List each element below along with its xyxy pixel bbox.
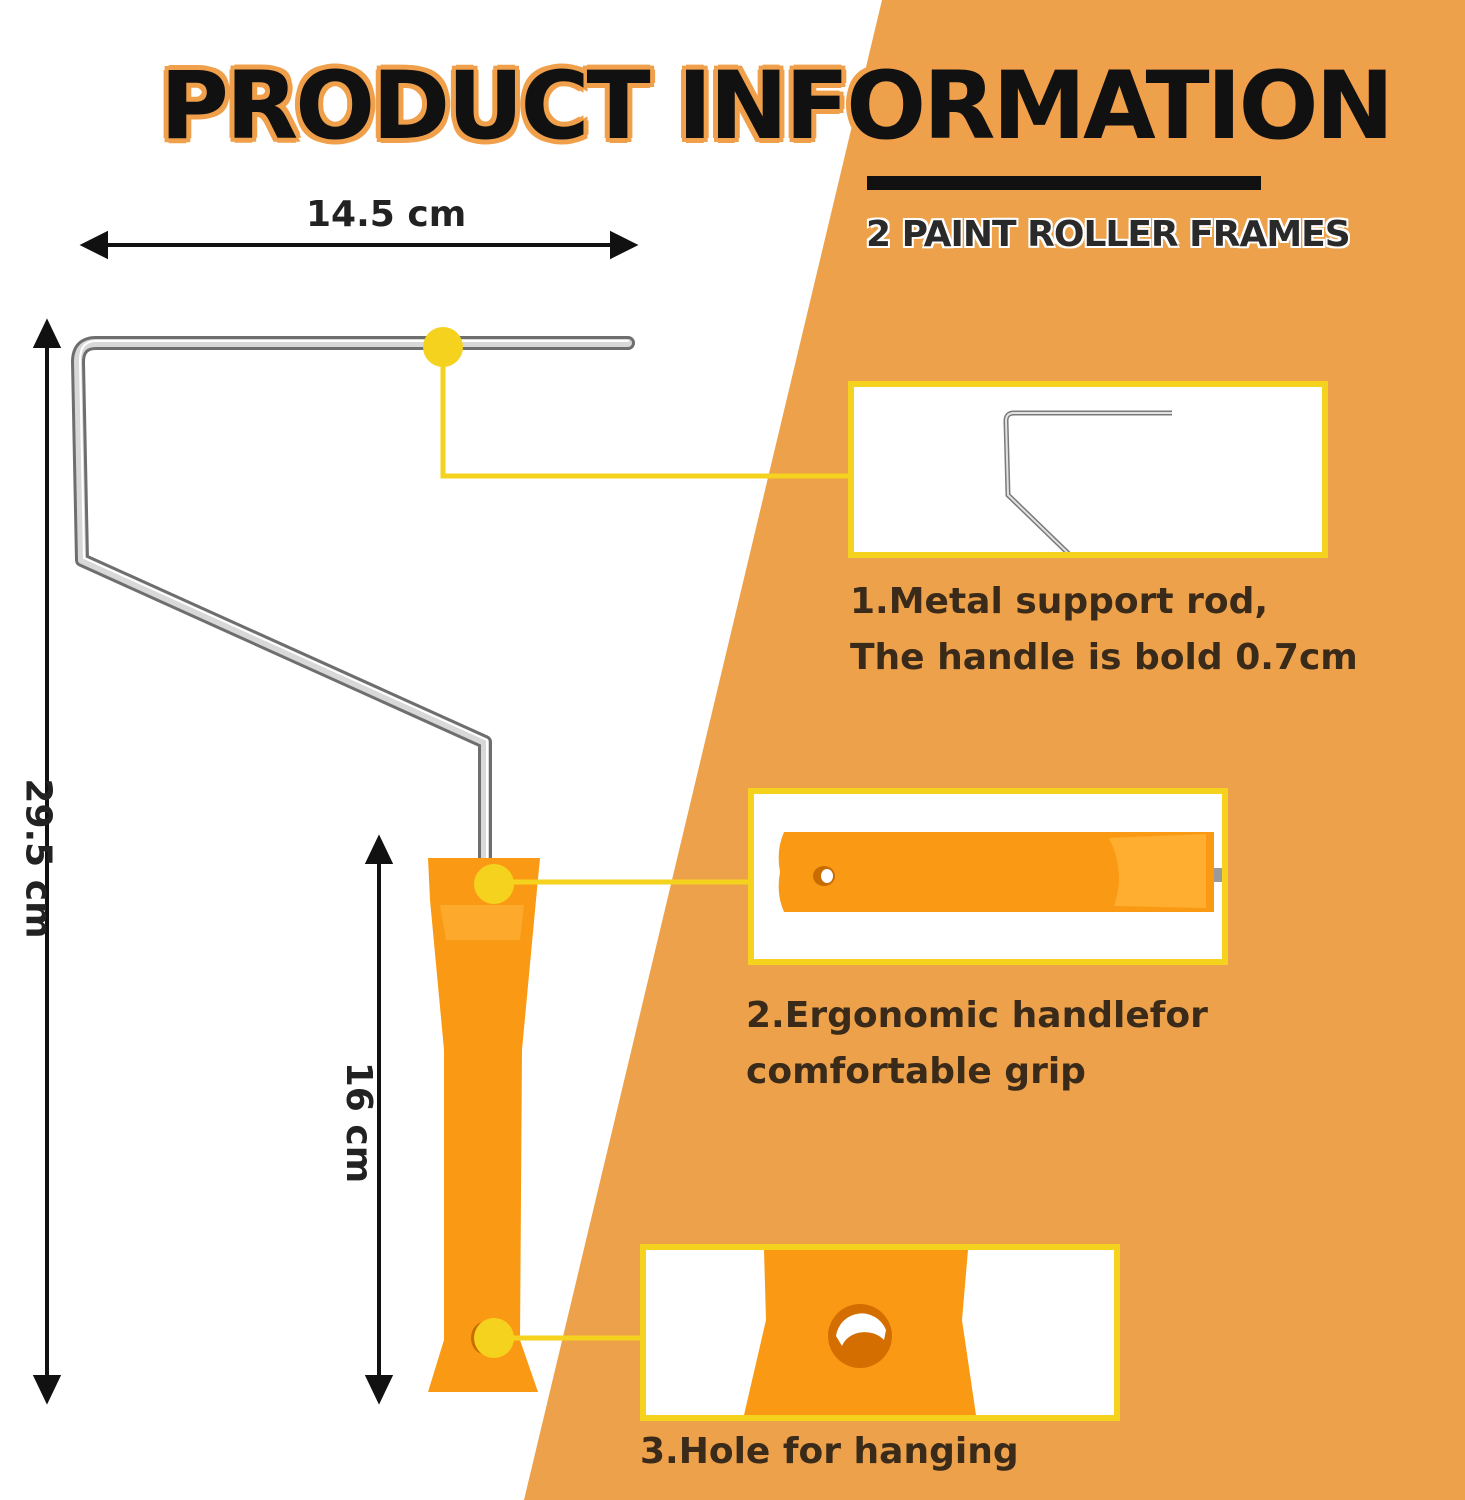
page-title: PRODUCT INFORMATION — [160, 52, 1394, 161]
handle-length-dimension-label: 16 cm — [338, 1061, 380, 1184]
callout-leaders — [440, 347, 850, 1341]
width-arrow — [79, 230, 639, 260]
metal-rod — [71, 336, 635, 877]
handle-detail-image — [778, 832, 1222, 912]
rod-detail-callout — [848, 381, 1328, 558]
total-height-arrow — [32, 318, 62, 1405]
roller-handle — [428, 858, 540, 1392]
title-underline — [867, 176, 1261, 190]
hole-detail-image — [744, 1250, 976, 1415]
hole-detail-callout — [640, 1244, 1120, 1421]
page-subtitle: 2 PAINT ROLLER FRAMES — [866, 214, 1351, 255]
rod-detail-image — [1003, 410, 1172, 552]
total-height-dimension-label: 29.5 cm — [17, 778, 59, 939]
callout-dots — [423, 327, 514, 1358]
feature-2-line-2: comfortable grip — [746, 1051, 1086, 1092]
feature-2-line-1: 2.Ergonomic handlefor — [746, 995, 1208, 1036]
handle-detail-callout — [748, 788, 1228, 965]
width-dimension-label: 14.5 cm — [306, 194, 467, 235]
orange-diagonal-panel — [524, 0, 1465, 1500]
feature-3-text: 3.Hole for hanging — [640, 1424, 1019, 1480]
handle-length-arrow — [364, 834, 394, 1405]
feature-3-line-1: 3.Hole for hanging — [640, 1431, 1019, 1472]
feature-1-line-2: The handle is bold 0.7cm — [850, 637, 1358, 678]
feature-1-text: 1.Metal support rod, The handle is bold … — [850, 574, 1358, 686]
feature-2-text: 2.Ergonomic handlefor comfortable grip — [746, 988, 1208, 1100]
feature-1-line-1: 1.Metal support rod, — [850, 581, 1269, 622]
